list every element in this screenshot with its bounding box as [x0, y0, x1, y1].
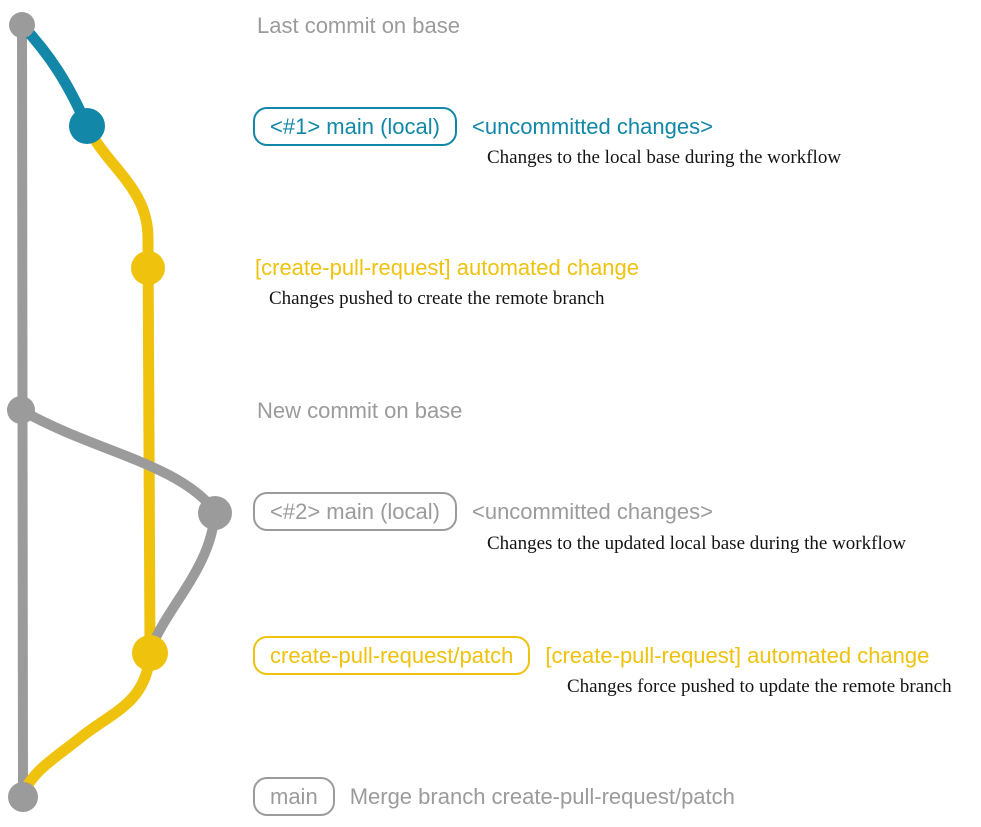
commit-message-automated-change-2: [create-pull-request] automated change [545, 642, 930, 668]
commit-dot-automated-change-1 [131, 251, 165, 285]
git-graph [7, 12, 232, 812]
local-branch-2-line [16, 405, 221, 651]
label-new-commit-on-base: New commit on base [257, 398, 463, 423]
label-last-commit-on-base: Last commit on base [257, 13, 460, 38]
annotation-local-base-changes: Changes to the local base during the wor… [487, 147, 842, 168]
branch-pill-main-local-2: <#2> main (local) [253, 492, 457, 531]
commit-dot-merge [8, 782, 38, 812]
remote-branch-line-upper [81, 120, 156, 654]
commit-message-merge: Merge branch create-pull-request/patch [349, 783, 735, 809]
commit-dot-automated-change-2 [132, 635, 168, 671]
commit-dot-last-base [9, 12, 35, 38]
remote-branch-merge-line [18, 647, 156, 798]
commit-message-uncommitted-1: <uncommitted changes> [471, 113, 713, 139]
annotation-pushed-create-branch: Changes pushed to create the remote bran… [269, 288, 605, 309]
commit-message-uncommitted-2: <uncommitted changes> [471, 498, 713, 524]
row-merge-commit: main Merge branch create-pull-request/pa… [253, 777, 735, 816]
row-uncommitted-2: <#2> main (local) <uncommitted changes> [253, 492, 713, 531]
commit-dot-uncommitted-1 [69, 108, 105, 144]
row-uncommitted-1: <#1> main (local) <uncommitted changes> [253, 107, 713, 146]
branch-pill-main: main [253, 777, 335, 816]
local-branch-1-line [16, 19, 93, 132]
annotation-force-pushed-update-branch: Changes force pushed to update the remot… [567, 676, 952, 697]
branch-pill-main-local-1: <#1> main (local) [253, 107, 457, 146]
branch-pill-create-pull-request-patch: create-pull-request/patch [253, 636, 531, 675]
commit-dot-uncommitted-2 [198, 496, 232, 530]
commit-message-automated-change-1: [create-pull-request] automated change [255, 255, 640, 280]
row-automated-change-2: create-pull-request/patch [create-pull-r… [253, 636, 929, 675]
commit-dot-new-base [7, 396, 35, 424]
annotation-updated-local-base-changes: Changes to the updated local base during… [487, 533, 906, 554]
